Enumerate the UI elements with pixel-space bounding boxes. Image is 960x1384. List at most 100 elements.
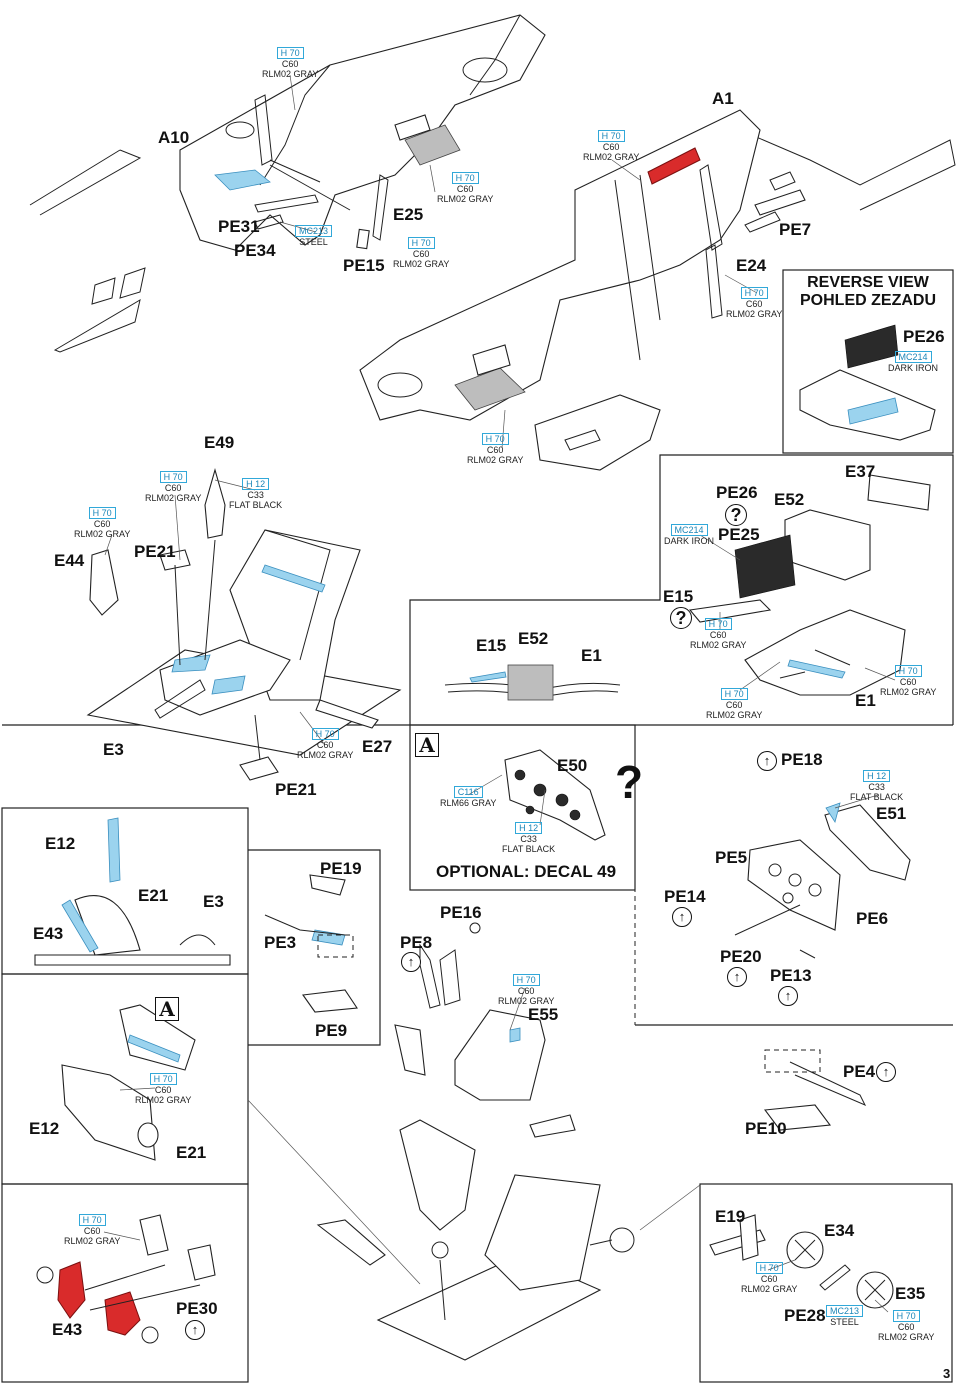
wheel-frame	[699, 1183, 953, 1383]
pedals-red-frame	[1, 1183, 249, 1383]
label-E43-pedal: E43	[33, 924, 64, 943]
label-PE30: PE30	[176, 1299, 218, 1318]
label-E52-bottom: E52	[518, 629, 549, 648]
label-E50: E50	[557, 756, 588, 775]
label-E35: E35	[895, 1284, 926, 1303]
label-PE31: PE31	[218, 217, 260, 236]
left-fuselage-half	[29, 14, 546, 353]
label-PE16: PE16	[440, 903, 482, 922]
label-PE21-top: PE21	[134, 542, 176, 561]
label-E34: E34	[824, 1221, 855, 1240]
label-A10: A10	[158, 128, 190, 147]
fold-up-icon-pe30: ↑	[185, 1320, 205, 1340]
label-E15-left: E15	[476, 636, 507, 655]
label-E51: E51	[876, 804, 907, 823]
lower-seat-assembly	[316, 1119, 635, 1361]
label-E27: E27	[362, 737, 393, 756]
e12-inset-art	[61, 1004, 196, 1161]
label-PE7: PE7	[779, 220, 812, 239]
label-A1: A1	[712, 89, 734, 108]
inset-e12-frame	[1, 973, 249, 1185]
label-PE13: PE13	[770, 966, 812, 985]
label-E1-left: E1	[581, 646, 602, 665]
belt-frame	[248, 849, 381, 1046]
inset-a-marker: A	[415, 733, 439, 757]
label-PE19: PE19	[320, 859, 362, 878]
label-E21-inset: E21	[176, 1143, 207, 1162]
reverse-view-line2: POHLED ZEZADU	[800, 292, 936, 309]
label-PE3: PE3	[264, 933, 297, 952]
inset-a-marker-lower: A	[155, 997, 179, 1021]
label-E37: E37	[845, 462, 876, 481]
label-PE18: PE18	[781, 750, 823, 769]
cockpit-floor-assembly	[86, 467, 402, 781]
label-PE26-reverse: PE26	[903, 327, 945, 346]
label-E19: E19	[715, 1207, 746, 1226]
floor-frame	[409, 454, 954, 725]
question-mark-large: ?	[615, 756, 644, 808]
instrument-panel-a	[504, 749, 606, 841]
label-PE5: PE5	[715, 848, 748, 867]
reverse-view-art	[799, 324, 936, 441]
reverse-view-line1: REVERSE VIEW	[807, 274, 929, 291]
label-E44: E44	[54, 551, 85, 570]
label-PE8: PE8	[400, 933, 433, 952]
label-E49: E49	[204, 433, 235, 452]
pointer-lines	[103, 74, 896, 1313]
label-PE25: PE25	[718, 525, 760, 544]
floor-parts-art	[444, 474, 931, 701]
label-E55: E55	[528, 1005, 559, 1024]
label-PE20: PE20	[720, 947, 762, 966]
label-E12-inset: E12	[29, 1119, 60, 1138]
fold-up-icon-pe8: ↑	[401, 952, 421, 972]
label-PE6: PE6	[856, 909, 889, 928]
label-E3: E3	[103, 740, 124, 759]
fold-up-icon-pe18: ↑	[757, 751, 777, 771]
pe4-belt-art	[763, 1049, 867, 1131]
label-E3-pedal: E3	[203, 892, 224, 911]
question-mark-e15: ?	[670, 607, 692, 629]
label-E21-pedal: E21	[138, 886, 169, 905]
label-E12-pedal: E12	[45, 834, 76, 853]
optional-decal-text: OPTIONAL: DECAL 49	[436, 862, 617, 881]
label-E1-right: E1	[855, 691, 876, 710]
page-number: 3	[943, 1366, 951, 1381]
right-fuselage-half	[359, 109, 956, 471]
label-PE28: PE28	[784, 1306, 826, 1325]
label-E24: E24	[736, 256, 767, 275]
label-PE14: PE14	[664, 887, 706, 906]
label-PE26-floor: PE26	[716, 483, 758, 502]
fold-up-icon-pe13: ↑	[778, 986, 798, 1006]
rudder-pedal-art	[34, 817, 231, 966]
instrument-panel-main	[734, 802, 911, 959]
label-PE9: PE9	[315, 1021, 348, 1040]
fold-up-icon-pe14: ↑	[672, 907, 692, 927]
label-PE15: PE15	[343, 256, 385, 275]
label-E43-red: E43	[52, 1320, 83, 1339]
label-PE21-bottom: PE21	[275, 780, 317, 799]
red-pedals-art	[36, 1214, 216, 1344]
label-PE34: PE34	[234, 241, 276, 260]
question-mark-pe26: ?	[725, 504, 747, 526]
label-E52-top: E52	[774, 490, 805, 509]
seat-belts-art	[394, 922, 576, 1138]
